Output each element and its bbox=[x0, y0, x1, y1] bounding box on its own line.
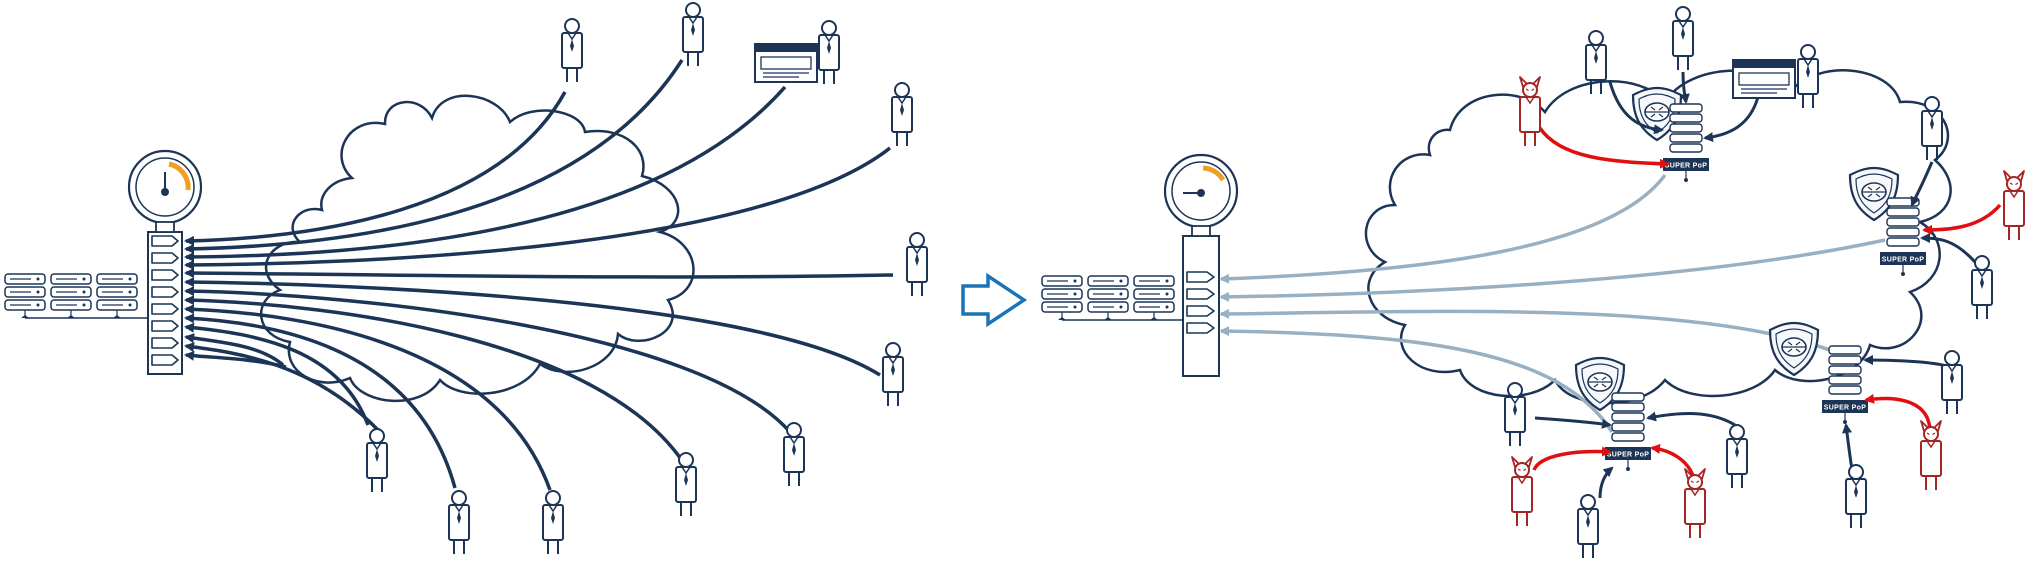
internet-cloud-left bbox=[259, 94, 695, 403]
pop-stack-1: SUPER PoP bbox=[1663, 103, 1709, 182]
right-panel: SUPER PoP SUPER PoP SUPER PoP bbox=[1041, 6, 2025, 559]
pop-label: SUPER PoP bbox=[1607, 452, 1649, 459]
pop-stack-3: SUPER PoP bbox=[1822, 345, 1868, 424]
pop-label: SUPER PoP bbox=[1665, 163, 1707, 170]
direct-traffic-flows bbox=[184, 59, 894, 491]
pop-label: SUPER PoP bbox=[1882, 257, 1924, 264]
left-panel bbox=[4, 2, 928, 555]
transition-arrow-icon bbox=[961, 272, 1028, 328]
pop-label: SUPER PoP bbox=[1824, 405, 1866, 412]
pressure-gauge-left bbox=[127, 149, 203, 233]
pop-stack-2: SUPER PoP bbox=[1880, 197, 1926, 276]
pop-stack-4: SUPER PoP bbox=[1605, 392, 1651, 471]
pressure-gauge-right bbox=[1163, 153, 1239, 237]
